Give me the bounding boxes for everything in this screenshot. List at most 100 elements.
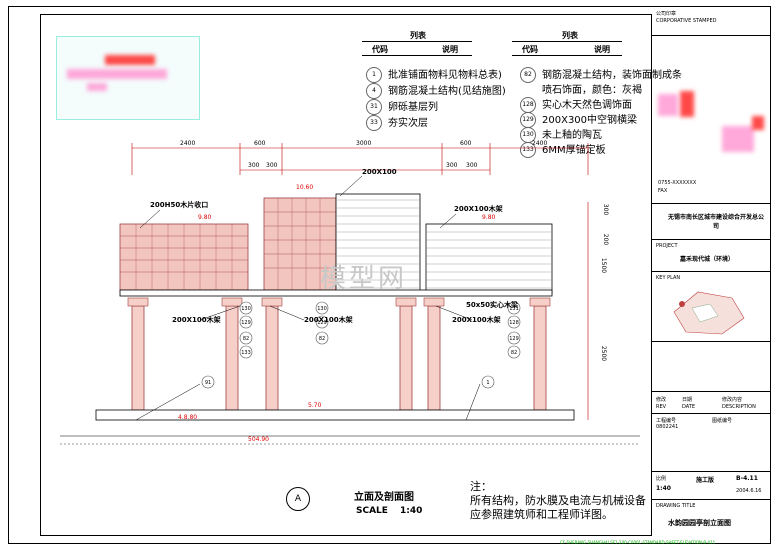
- callout-label: 129: [509, 336, 519, 342]
- redacted-mark: [680, 91, 694, 117]
- dim-label: 600: [460, 140, 472, 147]
- redacted-mark: [67, 69, 167, 79]
- tb-project-name: 嘉禾现代城（环境）: [680, 256, 735, 263]
- tb-revision-header: 修改 日期 修改内容 REV DATE DESCRIPTION: [652, 392, 771, 414]
- tb-client-name: 无锡市南长区城市建设综合开发总公司: [667, 214, 764, 230]
- tb-drawing-code: B-4.11: [736, 475, 758, 482]
- redacted-mark: [722, 126, 754, 152]
- company-logo: [56, 36, 200, 120]
- tb-rev-label: 修改: [656, 397, 667, 403]
- tb-title-en: DRAWING TITLE: [656, 503, 696, 509]
- frame-label-mid: 200X100木架: [304, 316, 353, 324]
- tb-date-en: DATE: [682, 404, 696, 410]
- legend-description: 未上釉的陶瓦: [542, 130, 602, 141]
- elevation-mark: 5.70: [308, 402, 322, 409]
- footer-strip: CF-SHEBANG-SHANGHAI SF1-200-C0001-STANDA…: [560, 540, 716, 545]
- drawing-sheet: [8, 6, 771, 544]
- tb-stage: 施工版: [696, 477, 715, 484]
- frame-label-left: 200X100木架: [172, 316, 221, 324]
- tb-desc-en: DESCRIPTION: [722, 404, 756, 410]
- elevation-mark: 9.80: [198, 214, 212, 221]
- tb-rev-en: REV: [656, 404, 667, 410]
- callout-label: 129: [317, 320, 327, 326]
- legend-description: 喷石饰面，颜色：灰褐: [542, 85, 642, 96]
- callout-label: 131: [509, 306, 519, 312]
- tb-designer: 0755-XXXXXXX FAX: [652, 36, 771, 204]
- tb-scale-row: 比例 1:40 施工版 B-4.11 2004.6.16: [652, 472, 771, 500]
- tb-scale-value: 1:40: [656, 485, 671, 492]
- tb-scale-label: 比例: [656, 476, 667, 482]
- frame-label-right: 200X100木架: [452, 316, 501, 324]
- elevation-mark: 4.8.80: [178, 414, 198, 421]
- tb-keyplan-label: KEY PLAN: [656, 275, 681, 281]
- solid-beam-label: 50x50实心木梁: [466, 301, 518, 309]
- scale-label: SCALE: [356, 506, 388, 516]
- callout-label: 128: [509, 320, 519, 326]
- dim-label: 2400: [180, 140, 196, 147]
- callout-label: 133: [241, 350, 251, 356]
- legend-description: 6MM厚锚定板: [542, 145, 606, 156]
- legend-rule: [512, 41, 622, 42]
- note-line: 应参照建筑师和工程师详图。: [470, 508, 613, 521]
- legend-code-badge: 4: [366, 83, 382, 99]
- tb-date-value: 2004.6.16: [736, 488, 762, 494]
- dim-label: 300: [266, 162, 278, 169]
- legend-item: 1 批准铺面物料见物料总表): [366, 66, 502, 83]
- key-plan-map: [673, 291, 745, 335]
- elevation-mark: 10.60: [296, 184, 314, 191]
- legend-item: 喷石饰面，颜色：灰褐: [520, 81, 642, 96]
- dim-label: 3000: [356, 140, 372, 147]
- tb-title-row: DRAWING TITLE 水韵园园亭剖立面图: [652, 500, 771, 536]
- tb-drawing-title: 水韵园园亭剖立面图: [668, 519, 731, 527]
- dim-label: 300: [248, 162, 260, 169]
- legend-code-badge: 1: [366, 67, 382, 83]
- legend-col-desc: 说明: [442, 45, 458, 54]
- tb-jobno: 0802241: [656, 424, 679, 430]
- tb-client: 无锡市南长区城市建设综合开发总公司: [652, 204, 771, 240]
- watermark: 模型网: [320, 264, 408, 294]
- section-marker: A: [286, 487, 310, 511]
- tb-drawingno-label: 图纸编号: [712, 418, 733, 424]
- dim-label: 2500: [600, 345, 608, 362]
- dim-label: 300: [466, 162, 478, 169]
- beam-label-right: 200X100木架: [454, 205, 503, 213]
- legend-col-code: 代码: [522, 45, 538, 54]
- elevation-mark: 504.90: [248, 436, 269, 443]
- callout-label: 82: [319, 336, 325, 342]
- legend-rule: [362, 41, 472, 42]
- dim-label: 300: [446, 162, 458, 169]
- legend-code-badge: 31: [366, 99, 382, 115]
- legend-description: 卵砾基层列: [388, 102, 438, 113]
- legend-code-badge: 33: [366, 115, 382, 131]
- tb-company-label: 公司印章: [656, 11, 677, 17]
- legend-title-right: 列表: [562, 31, 578, 40]
- callout-label: 91: [205, 380, 211, 386]
- dim-label: 600: [254, 140, 266, 147]
- legend-description: 钢筋混凝土结构(见结施图): [388, 86, 506, 97]
- callout-label: 82: [511, 350, 517, 356]
- tb-project-en: PROJECT: [656, 243, 678, 249]
- tb-stamp: 公司印章 CORPORATIVE STAMPED: [652, 6, 771, 36]
- callout-label: 82: [243, 336, 249, 342]
- drawing-frame: [40, 14, 652, 536]
- dim-label: 300: [602, 203, 610, 216]
- legend-description: 批准铺面物料见物料总表): [388, 70, 502, 81]
- tb-company-en: CORPORATIVE STAMPED: [656, 18, 717, 24]
- redacted-mark: [105, 55, 155, 65]
- redacted-mark: [658, 94, 678, 116]
- redacted-mark: [87, 83, 107, 91]
- legend-col-code: 代码: [372, 45, 388, 54]
- note-line: 所有结构，防水膜及电流与机械设备: [470, 494, 646, 507]
- legend-item: 31 卵砾基层列: [366, 98, 438, 115]
- callout-label: 130: [317, 306, 327, 312]
- legend-title-left: 列表: [410, 31, 426, 40]
- drawing-title: 立面及剖面图: [354, 492, 414, 503]
- legend-item: 4 钢筋混凝土结构(见结施图): [366, 82, 506, 99]
- tb-fax: FAX: [658, 188, 668, 194]
- beam-label-mid: 200X100: [362, 168, 397, 176]
- elevation-mark: 9.80: [482, 214, 496, 221]
- tb-keyplan: KEY PLAN: [652, 272, 771, 342]
- legend-col-desc: 说明: [594, 45, 610, 54]
